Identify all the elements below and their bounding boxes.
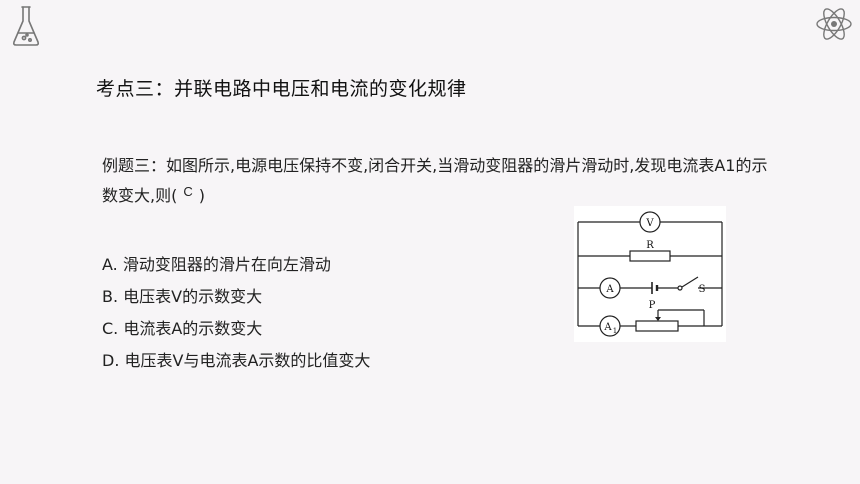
atom-icon xyxy=(816,8,852,40)
option-b: B. 电压表V的示数变大 xyxy=(102,287,263,306)
slider-arrow xyxy=(655,317,661,321)
switch-label: S xyxy=(699,284,706,295)
ammeter1-subscript: 1 xyxy=(613,327,617,335)
option-c: C. 电流表A的示数变大 xyxy=(102,319,263,338)
resistor-label: R xyxy=(646,240,654,251)
circuit-diagram: V R A S A 1 P xyxy=(574,206,726,342)
slide-title: 考点三：并联电路中电压和电流的变化规律 xyxy=(96,78,467,100)
voltmeter-label: V xyxy=(645,218,654,229)
options-list: A. 滑动变阻器的滑片在向左滑动 B. 电压表V的示数变大 C. 电流表A的示数… xyxy=(102,249,370,377)
switch-contact xyxy=(677,285,683,291)
resistor-symbol xyxy=(629,250,671,262)
slider-label: P xyxy=(649,300,656,311)
flask-icon xyxy=(12,6,40,46)
answer-letter: C xyxy=(183,184,193,199)
question-text: 例题三：如图所示,电源电压保持不变,闭合开关,当滑动变阻器的滑片滑动时,发现电流… xyxy=(102,151,782,212)
voltmeter-symbol xyxy=(639,211,661,233)
option-d: D. 电压表V与电流表A示数的比值变大 xyxy=(102,351,371,370)
switch-blade xyxy=(681,276,699,288)
question-close-paren: ) xyxy=(198,186,205,205)
ammeter-label: A xyxy=(605,284,614,295)
question-body: 例题三：如图所示,电源电压保持不变,闭合开关,当滑动变阻器的滑片滑动时,发现电流… xyxy=(102,156,768,205)
ammeter1-label: A xyxy=(603,322,612,333)
rheostat-symbol xyxy=(635,320,679,332)
option-a: A. 滑动变阻器的滑片在向左滑动 xyxy=(102,255,331,274)
